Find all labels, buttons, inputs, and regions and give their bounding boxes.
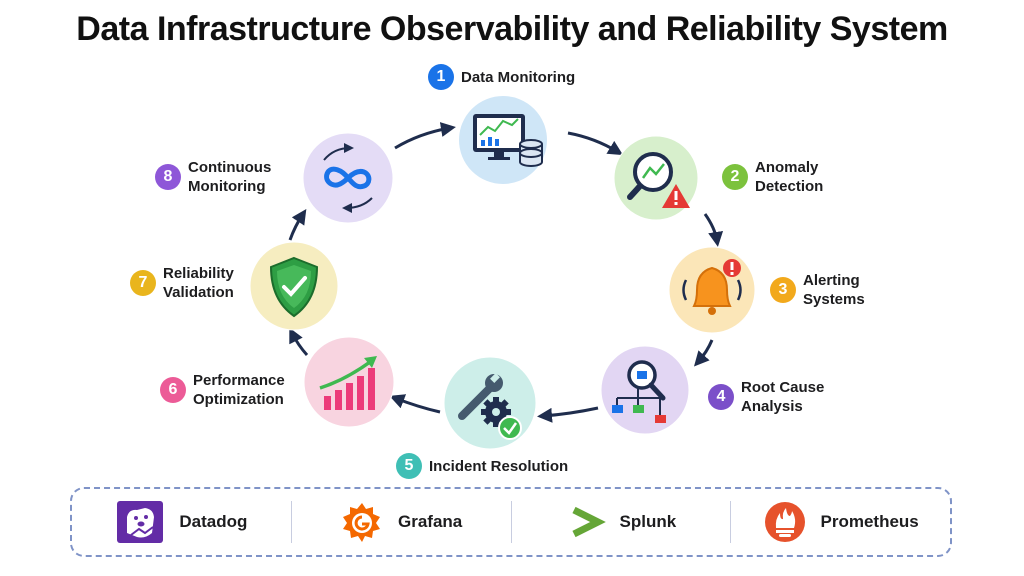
arrow-6-to-7 <box>289 327 309 357</box>
step-5-title: Incident Resolution <box>429 457 569 475</box>
arrow-5-to-6 <box>389 394 441 414</box>
step-5-badge: 5 <box>396 453 422 479</box>
step-2-node <box>613 135 699 221</box>
datadog-logo-icon <box>115 499 165 545</box>
step-1-label: 1 Data Monitoring <box>428 64 575 90</box>
step-3-title-line-1: Alerting <box>803 272 860 289</box>
step-1-node <box>457 94 549 186</box>
flowchart-search-icon <box>612 360 666 423</box>
arrow-3-to-4 <box>693 339 714 367</box>
step-3-title-line-2: Systems <box>803 291 865 308</box>
step-2-badge: 2 <box>722 164 748 190</box>
growth-chart-icon <box>319 356 377 410</box>
step-6-node <box>303 336 395 428</box>
step-8-label: 8 Continuous Monitoring <box>155 158 271 196</box>
tool-grafana: Grafana <box>292 489 511 555</box>
step-2-label: 2 Anomaly Detection <box>722 158 823 196</box>
bell-alert-icon <box>682 259 742 315</box>
arrow-8-to-1 <box>394 122 456 150</box>
tool-grafana-name: Grafana <box>398 512 463 531</box>
step-8-badge: 8 <box>155 164 181 190</box>
step-2-title-line-2: Detection <box>755 178 824 195</box>
tool-divider <box>290 501 292 543</box>
tool-splunk: Splunk <box>512 489 731 555</box>
step-7-title-line-2: Validation <box>163 284 234 301</box>
step-6-title-line-2: Optimization <box>193 391 284 408</box>
step-6-label: 6 Performance Optimization <box>160 371 285 409</box>
step-7-node <box>249 241 339 331</box>
diagram-title: Data Infrastructure Observability and Re… <box>76 10 948 48</box>
step-5-label: 5 Incident Resolution <box>396 453 568 479</box>
tool-datadog: Datadog <box>72 489 291 555</box>
cycle-arrows <box>288 122 724 423</box>
wrench-gear-icon <box>458 373 522 440</box>
step-4-badge: 4 <box>708 384 734 410</box>
step-3-label: 3 Alerting Systems <box>770 271 865 309</box>
tool-prometheus-name: Prometheus <box>820 512 919 531</box>
tool-splunk-name: Splunk <box>619 512 677 531</box>
step-2-title-line-1: Anomaly <box>755 159 819 176</box>
step-3-badge: 3 <box>770 277 796 303</box>
step-4-node <box>600 345 690 435</box>
step-4-title-line-1: Root Cause <box>741 379 825 396</box>
arrow-1-to-2 <box>567 131 624 156</box>
step-6-circle <box>303 336 395 428</box>
step-5-node <box>443 356 537 450</box>
arrow-7-to-8 <box>288 209 307 241</box>
step-6-title-line-1: Performance <box>193 372 285 389</box>
shield-check-icon <box>269 256 319 318</box>
tool-datadog-name: Datadog <box>179 512 248 531</box>
step-7-badge: 7 <box>130 270 156 296</box>
magnifier-warning-icon <box>627 152 690 208</box>
arrow-4-to-5 <box>537 406 599 423</box>
tools-strip: Datadog Grafana Splunk <box>70 487 952 557</box>
grafana-logo-icon <box>340 500 384 544</box>
prometheus-logo-icon <box>763 500 807 544</box>
tool-prometheus: Prometheus <box>731 489 950 555</box>
step-8-title-line-2: Monitoring <box>188 178 266 195</box>
arrow-2-to-3 <box>703 213 724 247</box>
step-7-label: 7 Reliability Validation <box>130 264 234 302</box>
tool-divider <box>510 501 512 543</box>
monitor-database-icon <box>473 114 543 167</box>
step-1-badge: 1 <box>428 64 454 90</box>
splunk-logo-icon <box>566 502 606 542</box>
step-7-title-line-1: Reliability <box>163 265 234 282</box>
step-3-node <box>668 246 756 334</box>
step-6-badge: 6 <box>160 377 186 403</box>
step-8-title-line-1: Continuous <box>188 159 272 176</box>
step-1-title: Data Monitoring <box>461 68 576 86</box>
step-4-title-line-2: Analysis <box>741 398 803 415</box>
tool-divider <box>730 501 732 543</box>
infinity-loop-icon <box>323 143 373 213</box>
step-4-label: 4 Root Cause Analysis <box>708 378 824 416</box>
step-8-node <box>302 132 394 224</box>
step-4-circle <box>600 345 690 435</box>
